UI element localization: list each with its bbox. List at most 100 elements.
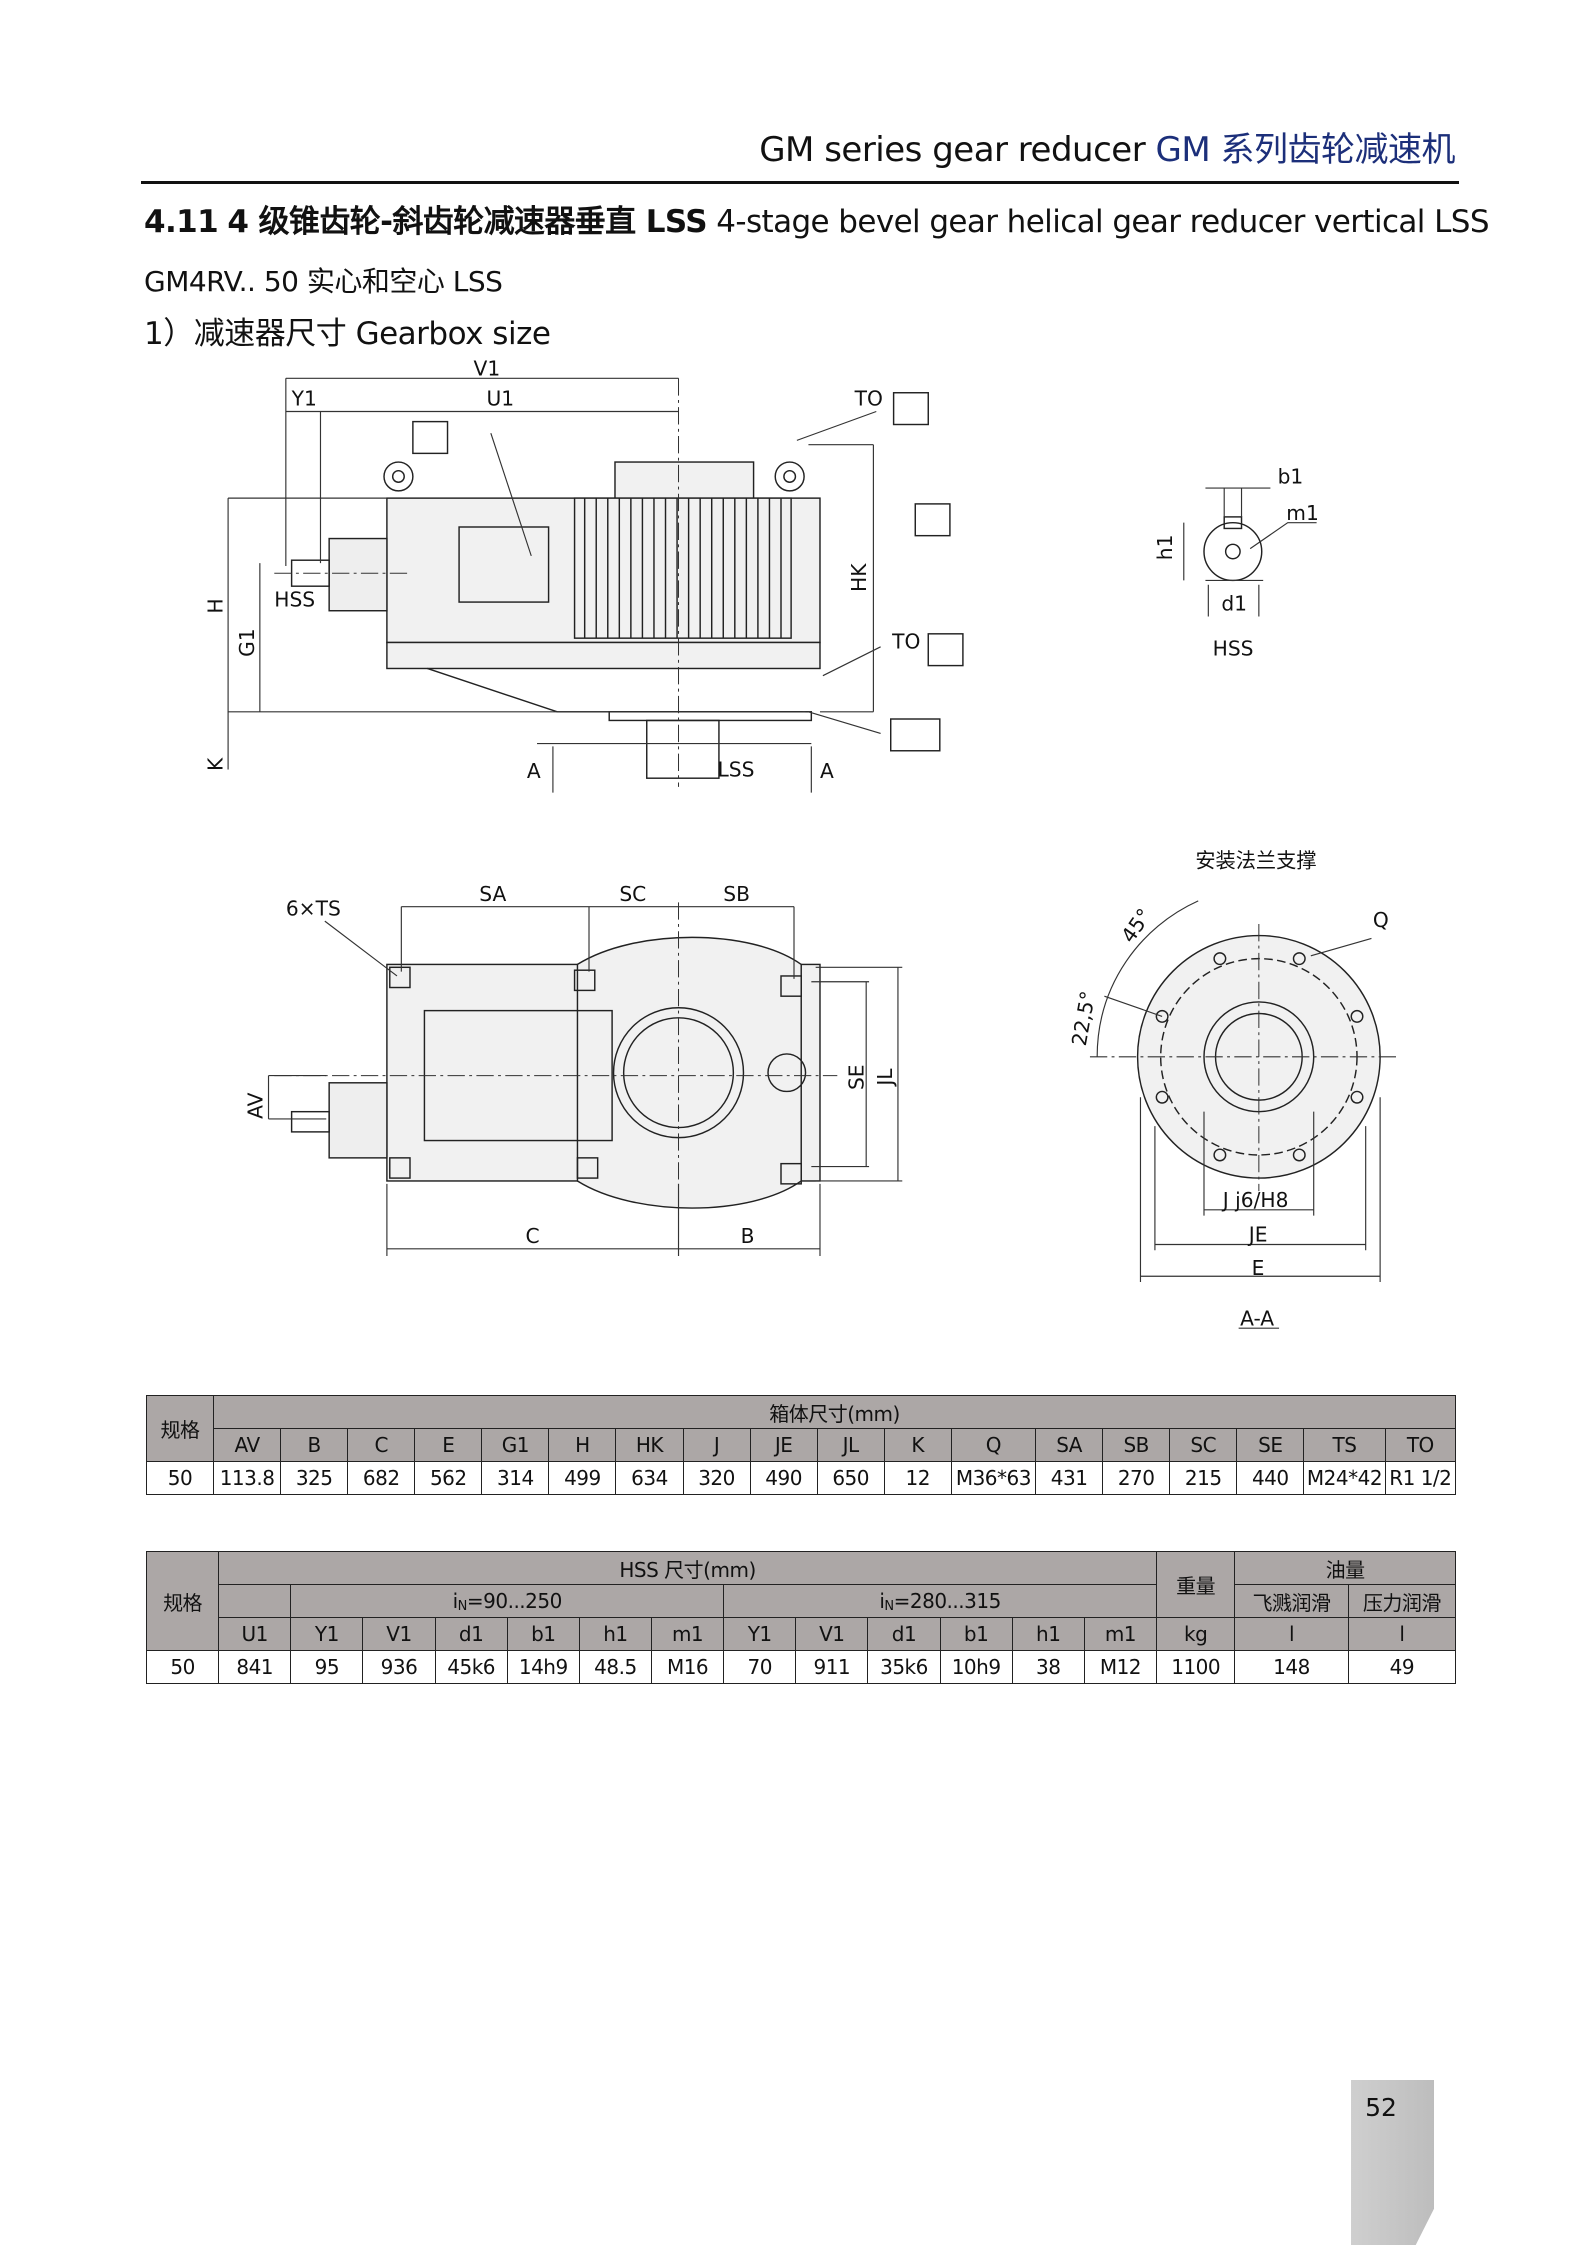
label-B: B <box>741 1224 755 1248</box>
table-cell: 50 <box>145 1461 215 1495</box>
page-tab <box>1351 2080 1434 2245</box>
label-JE: JE <box>1247 1223 1268 1247</box>
column-header: d1 <box>867 1617 941 1651</box>
column-header: Y1 <box>290 1617 364 1651</box>
table-cell: 14h9 <box>506 1650 580 1684</box>
hss-header: HSS 尺寸(mm) <box>218 1551 1158 1585</box>
column-header: E <box>414 1428 483 1462</box>
column-header: TO <box>1384 1428 1457 1462</box>
label-Y1: Y1 <box>291 387 317 411</box>
label-SB: SB <box>723 882 750 906</box>
column-header: B <box>280 1428 349 1462</box>
table-cell: 440 <box>1236 1461 1305 1495</box>
table-subheader-row: iN=90...250 iN=280...315 飞溅润滑 压力润滑 <box>147 1584 1457 1618</box>
table-cell: 95 <box>290 1650 364 1684</box>
column-header: m1 <box>650 1617 725 1651</box>
range-header-2: iN=280...315 <box>723 1584 1158 1618</box>
table-cell: 50 <box>145 1650 220 1684</box>
label-H: H <box>203 598 227 613</box>
top-view-drawing: 6×TS SA SC SB AV SE JL C B <box>244 882 903 1257</box>
column-header: l <box>1234 1617 1349 1651</box>
label-Q: Q <box>1373 908 1389 932</box>
header-title-cn: GM 系列齿轮减速机 <box>1155 130 1456 170</box>
column-header: kg <box>1156 1617 1236 1651</box>
column-header: V1 <box>795 1617 869 1651</box>
label-HSS: HSS <box>274 587 315 611</box>
label-SE: SE <box>844 1064 868 1090</box>
table-cell: 35k6 <box>867 1650 941 1684</box>
label-h1: h1 <box>1153 535 1177 561</box>
table-cell: 10h9 <box>939 1650 1013 1684</box>
label-E: E <box>1252 1256 1265 1280</box>
column-header: Q <box>950 1428 1037 1462</box>
section-number: 4.11 <box>144 204 219 240</box>
table-cell: 314 <box>481 1461 550 1495</box>
table-cell: M16 <box>650 1650 725 1684</box>
table-cell: 490 <box>749 1461 818 1495</box>
oil-pressure-header: 压力润滑 <box>1347 1584 1457 1618</box>
label-d1: d1 <box>1221 592 1247 616</box>
oil-header: 油量 <box>1234 1551 1456 1585</box>
oil-splash-header: 飞溅润滑 <box>1234 1584 1349 1618</box>
table-cell: 38 <box>1011 1650 1085 1684</box>
column-header: SA <box>1035 1428 1104 1462</box>
column-header: SE <box>1236 1428 1305 1462</box>
table-cell: 45k6 <box>434 1650 508 1684</box>
column-header: JE <box>749 1428 818 1462</box>
table-cell: 49 <box>1347 1650 1457 1684</box>
column-header: Y1 <box>723 1617 797 1651</box>
label-G1: G1 <box>235 628 259 657</box>
table-cell: 325 <box>280 1461 349 1495</box>
label-b1: b1 <box>1278 465 1304 489</box>
column-header: b1 <box>939 1617 1013 1651</box>
table-cell: 1100 <box>1156 1650 1236 1684</box>
label-JL: JL <box>873 1068 897 1088</box>
table-cell: 148 <box>1234 1650 1349 1684</box>
table-cell: 215 <box>1169 1461 1238 1495</box>
label-K: K <box>203 757 227 771</box>
label-TO-mid: TO <box>891 629 920 653</box>
model-line: GM4RV.. 50 实心和空心 LSS <box>144 265 503 298</box>
column-header: J <box>682 1428 751 1462</box>
group-header: 箱体尺寸(mm) <box>213 1395 1456 1429</box>
label-TO-top: TO <box>854 387 883 411</box>
column-header: V1 <box>362 1617 436 1651</box>
table-cell: R1 1/2 <box>1384 1461 1457 1495</box>
table-cell: 113.8 <box>213 1461 282 1495</box>
table-cell: 634 <box>615 1461 684 1495</box>
hss-shaft-end-drawing: b1 m1 h1 d1 HSS <box>1153 465 1319 661</box>
section-title-cn: 4 级锥齿轮-斜齿轮减速器垂直 LSS <box>227 204 707 240</box>
table-header-row: 规格 箱体尺寸(mm) <box>145 1395 1456 1462</box>
header-title-en: GM series gear reducer <box>759 130 1146 170</box>
running-header: GM series gear reducer GM 系列齿轮减速机 <box>759 122 1455 171</box>
spec-header: 规格 <box>145 1551 220 1651</box>
table-cell: 936 <box>362 1650 436 1684</box>
label-A-right: A <box>820 759 834 783</box>
page-number: 52 <box>1365 2093 1397 2122</box>
label-AV: AV <box>244 1092 268 1119</box>
subsection-title: 1）减速器尺寸 Gearbox size <box>144 316 551 352</box>
table-cell: M12 <box>1083 1650 1158 1684</box>
table-cell: 431 <box>1035 1461 1104 1495</box>
header-rule <box>141 181 1459 184</box>
column-header: d1 <box>434 1617 508 1651</box>
label-angle-22: 22,5° <box>1067 989 1100 1047</box>
table-cell: 562 <box>414 1461 483 1495</box>
column-header: h1 <box>1011 1617 1085 1651</box>
table-header-row: 规格 HSS 尺寸(mm) 重量 油量 <box>145 1551 1456 1651</box>
table-cell: 682 <box>347 1461 416 1495</box>
label-U1: U1 <box>487 387 515 411</box>
column-header: H <box>548 1428 617 1462</box>
column-header: SB <box>1102 1428 1171 1462</box>
label-SA: SA <box>479 882 506 906</box>
column-header: h1 <box>578 1617 652 1651</box>
column-header: SC <box>1169 1428 1238 1462</box>
column-header: b1 <box>506 1617 580 1651</box>
weight-header: 重量 <box>1156 1551 1236 1618</box>
table-cell: M24*42 <box>1303 1461 1386 1495</box>
flange-section-drawing: 安装法兰支撑 Q 45° 22,5° J j6/H8 JE E A-A <box>1067 849 1401 1330</box>
